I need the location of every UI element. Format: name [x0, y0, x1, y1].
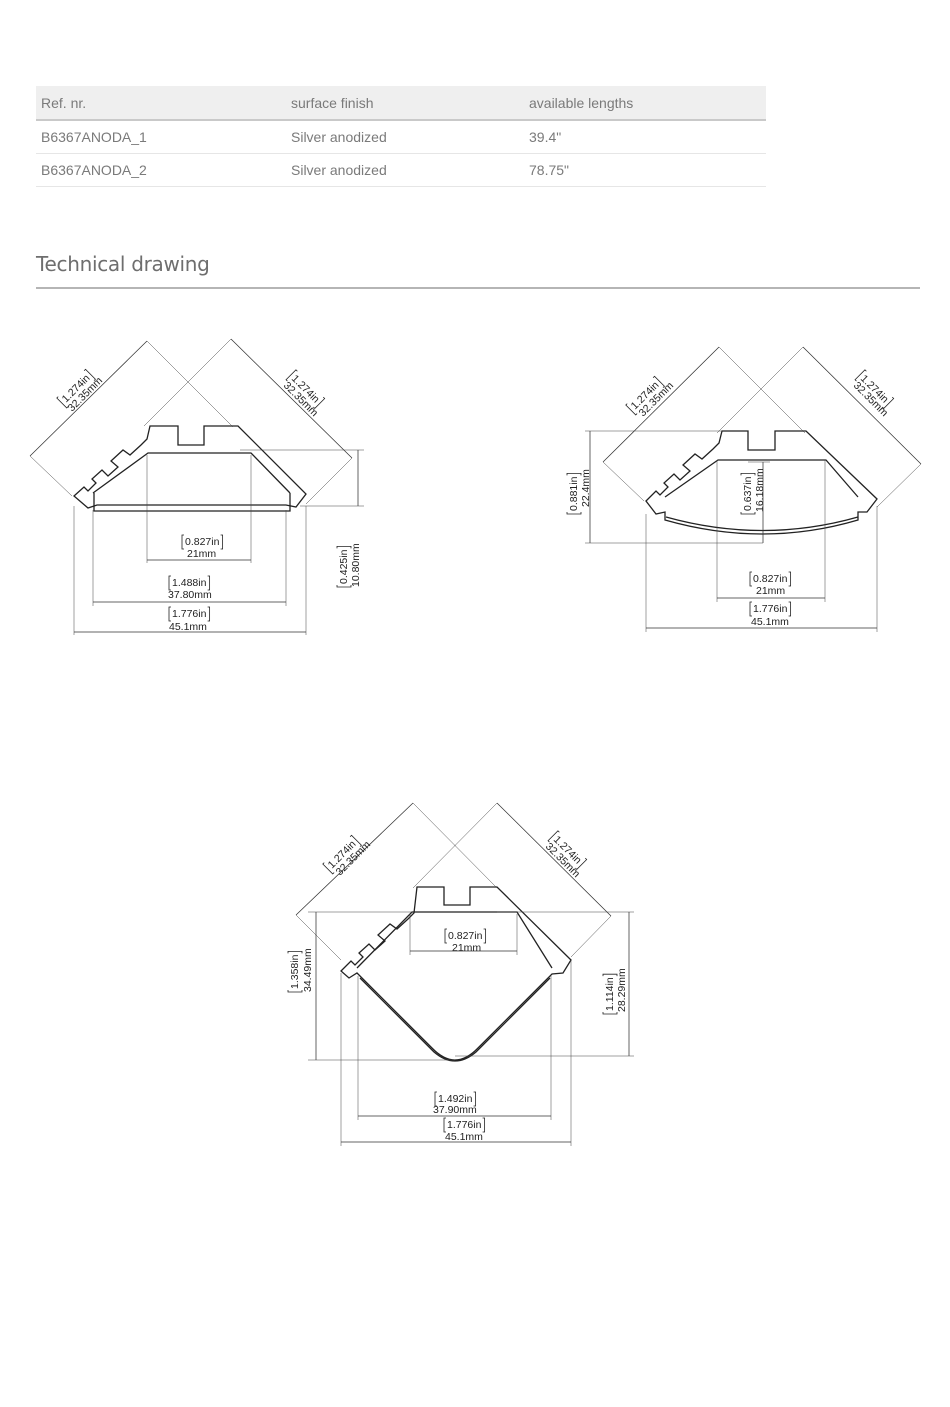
- profile-3-height-left-in: 1.358in: [289, 954, 301, 989]
- dimension-bracket: [285, 369, 326, 409]
- profile-2-drawing: 1.274in 32.35mm 1.274in 32.35mm 0.881in …: [566, 346, 922, 632]
- profile-2-overall-mm: 45.1mm: [751, 616, 789, 628]
- dimension-bracket: [322, 834, 362, 875]
- profile-1-diffuser-in: 1.488in: [172, 577, 207, 589]
- dimension-bracket: [434, 1091, 477, 1107]
- profile-3-overall-in: 1.776in: [447, 1119, 482, 1131]
- dimension-bracket: [602, 973, 618, 1015]
- heading-divider: [36, 287, 920, 289]
- profile-3-inner-mm: 21mm: [452, 942, 481, 954]
- profile-1-height-mm: 10.80mm: [350, 543, 362, 587]
- profile-1-overall-mm: 45.1mm: [169, 621, 207, 633]
- table-header-row: Ref. nr. surface finish available length…: [36, 86, 766, 121]
- dimension-bracket: [287, 950, 303, 993]
- dimension-bracket: [168, 606, 211, 622]
- profile-1-diffuser: [93, 493, 291, 512]
- dimension-bracket: [625, 375, 665, 416]
- product-table: Ref. nr. surface finish available length…: [36, 86, 766, 187]
- column-header-ref: Ref. nr.: [36, 86, 286, 121]
- dimension-bracket: [336, 545, 352, 588]
- profile-2-inner-mm: 21mm: [756, 585, 785, 597]
- cell-length: 39.4": [524, 120, 766, 154]
- dimension-bracket: [547, 830, 588, 870]
- cell-ref: B6367ANODA_2: [36, 153, 286, 187]
- profile-1-overall-in: 1.776in: [172, 608, 207, 620]
- profile-1-diffuser-mm: 37.80mm: [168, 589, 212, 601]
- profile-3-diffuser-mm: 37.90mm: [433, 1104, 477, 1116]
- profile-1-drawing: 1.274in 32.35mm 1.274in 32.35mm 0.425in …: [29, 338, 364, 635]
- profile-3-height-right-in: 1.114in: [604, 977, 616, 1011]
- profile-3-inner-in: 0.827in: [448, 930, 483, 942]
- technical-drawing-heading: Technical drawing: [36, 252, 210, 276]
- profile-2-inner-height-mm: 16.18mm: [754, 468, 766, 512]
- dimension-bracket: [181, 534, 224, 550]
- profile-1-inner-mm: 21mm: [187, 548, 216, 560]
- dimension-bracket: [749, 571, 792, 587]
- profile-1-inner-channel: [92, 452, 291, 494]
- table-row: B6367ANODA_1 Silver anodized 39.4": [36, 120, 766, 154]
- cell-finish: Silver anodized: [286, 120, 524, 154]
- profile-2-overall-in: 1.776in: [753, 603, 788, 615]
- profile-3-height-right-mm: 28.29mm: [616, 968, 628, 1012]
- table-row: B6367ANODA_2 Silver anodized 78.75": [36, 153, 766, 187]
- profile-2-diffuser: [665, 516, 859, 532]
- profile-3-overall-mm: 45.1mm: [445, 1131, 483, 1143]
- profile-3-diffuser-in: 1.492in: [438, 1093, 473, 1105]
- profile-2-height-mm: 22.4mm: [580, 469, 592, 507]
- dimension-bracket: [443, 1117, 486, 1133]
- cell-ref: B6367ANODA_1: [36, 120, 286, 154]
- profile-3-height-left-mm: 34.49mm: [302, 948, 314, 992]
- profile-2-outline: [645, 430, 878, 535]
- dimension-bracket: [444, 928, 487, 944]
- profile-2-inner-channel: [664, 459, 859, 498]
- profile-3-drawing: 1.274in 32.35mm 1.274in 32.35mm 0.827in …: [287, 802, 634, 1146]
- cell-length: 78.75": [524, 153, 766, 187]
- dimension-bracket: [168, 575, 211, 591]
- dimension-bracket: [749, 601, 792, 617]
- profile-3-diffuser: [359, 977, 551, 1062]
- profile-1-inner-in: 0.827in: [185, 536, 220, 548]
- column-header-finish: surface finish: [286, 86, 524, 121]
- profile-2-inner-height-in: 0.637in: [742, 476, 754, 511]
- profile-1-height-in: 0.425in: [338, 549, 350, 584]
- profile-2-height-in: 0.881in: [568, 476, 580, 511]
- profile-3-outline: [340, 886, 572, 1061]
- dimension-bracket: [56, 368, 96, 409]
- dimension-bracket: [854, 369, 895, 409]
- profile-3-inner-channel: [356, 911, 553, 969]
- profile-1-outline: [73, 425, 307, 509]
- cell-finish: Silver anodized: [286, 153, 524, 187]
- column-header-lengths: available lengths: [524, 86, 766, 121]
- profile-2-inner-in: 0.827in: [753, 573, 788, 585]
- dimension-bracket: [740, 472, 756, 515]
- dimension-bracket: [566, 472, 582, 515]
